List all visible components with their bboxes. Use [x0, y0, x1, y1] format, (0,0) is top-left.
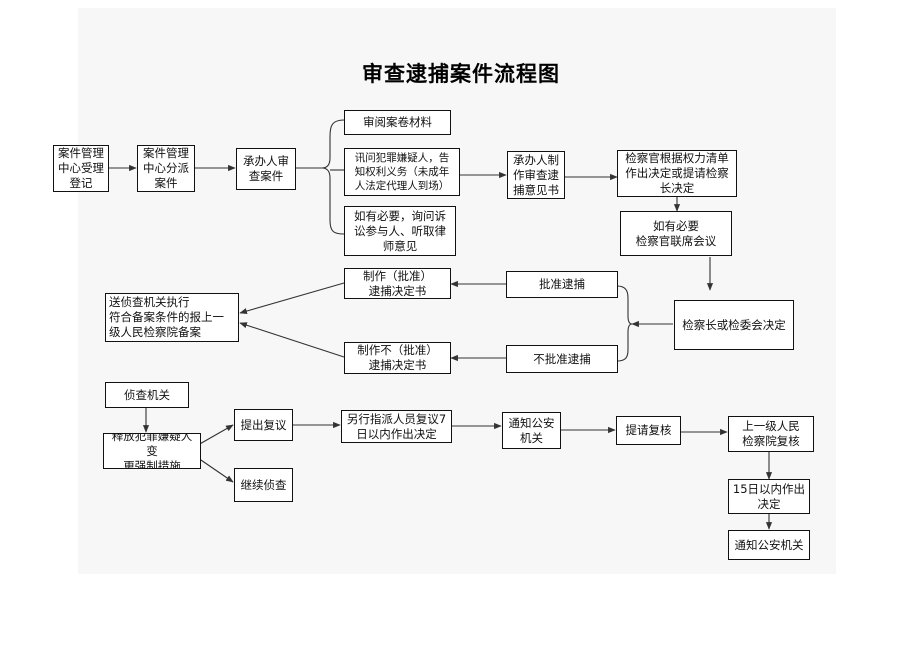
arrow-release-continue	[197, 457, 234, 483]
node-make-not-approve: 制作不（批准） 逮捕决定书	[344, 342, 451, 374]
arrow-release-review	[197, 424, 234, 446]
node-chief-decide: 检察长或检委会决定	[674, 300, 794, 350]
node-higher-recheck: 上一级人民 检察院复核	[728, 416, 814, 452]
node-investigation: 侦查机关	[105, 382, 189, 408]
node-handler-review: 承办人审 查案件	[236, 148, 296, 190]
node-register: 案件管理 中心受理 登记	[53, 145, 109, 192]
node-request-review: 提出复议	[234, 409, 293, 441]
arrow-make-send-1	[239, 282, 345, 315]
node-approve: 批准逮捕	[506, 271, 618, 298]
node-notify-police-2: 通知公安机关	[728, 530, 810, 560]
node-consult: 如有必要，询问诉 讼参与人、听取律 师意见	[344, 206, 456, 256]
node-joint-meeting: 如有必要 检察官联席会议	[620, 211, 732, 256]
diagram-title: 审查逮捕案件流程图	[362, 62, 560, 86]
node-prosecutor-decide: 检察官根据权力清单 作出决定或提请检察 长决定	[617, 150, 737, 197]
brace-left	[321, 119, 345, 235]
brace-right	[616, 285, 633, 362]
node-dispatch: 案件管理 中心分派 案件	[137, 145, 195, 192]
node-interrogate: 讯问犯罪嫌疑人，告 知权利义务（未成年 人法定代理人到场）	[344, 148, 460, 196]
node-continue-investigation: 继续侦查	[234, 468, 293, 502]
node-send-police: 送侦查机关执行 符合备案条件的报上一 级人民检察院备案	[105, 293, 239, 342]
node-request-recheck: 提请复核	[616, 416, 681, 445]
node-read-files: 审阅案卷材料	[344, 110, 451, 135]
node-15-days: 15日以内作出 决定	[728, 479, 810, 514]
node-make-approve: 制作（批准） 逮捕决定书	[344, 268, 451, 299]
node-notify-police-1: 通知公安 机关	[502, 412, 561, 449]
node-reassign: 另行指派人员复议7 日以内作出决定	[341, 410, 452, 443]
node-opinion: 承办人制 作审查逮 捕意见书	[507, 151, 565, 199]
node-release: 释放犯罪嫌疑人变 更强制措施	[103, 433, 201, 469]
arrow-make-send-2	[239, 322, 345, 358]
document-page	[78, 8, 836, 574]
node-not-approve: 不批准逮捕	[506, 345, 618, 373]
